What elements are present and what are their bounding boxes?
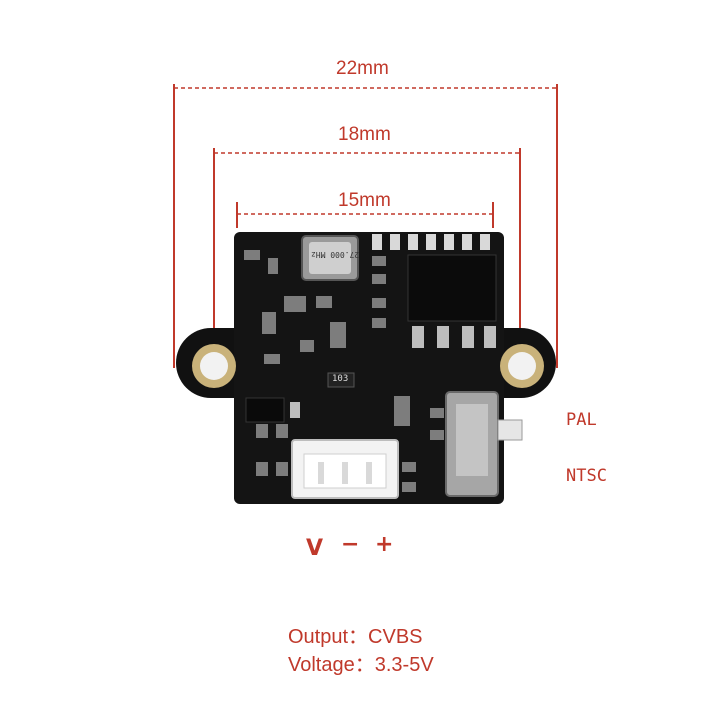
left-mounting-hole [192,344,236,388]
crystal-marking: 27.000 MHz [311,250,360,259]
pin-label-plus: + [375,532,394,557]
output-spec: Output：CVBS [288,626,423,648]
ntsc-label: NTSC [566,466,607,486]
voltage-spec: Voltage：3.3-5V [288,654,434,676]
smd-components [244,250,444,492]
crystal-oscillator [301,235,359,281]
resistor-103 [327,372,355,388]
dimension-22mm: 22mm [336,58,389,79]
jst-connector [291,439,399,499]
pal-ntsc-switch [445,391,523,497]
top-header-pins [372,234,490,250]
dimension-15mm: 15mm [338,190,391,211]
pal-label: PAL [566,410,597,430]
pin-label-minus: − [341,532,360,557]
pin-label-video: V [306,536,324,561]
video-ic [407,254,497,348]
resistor-marking: 103 [332,374,349,384]
dimension-18mm: 18mm [338,124,391,145]
pcb-board [176,232,556,504]
voltage-regulator [245,397,300,423]
right-mounting-hole [500,344,544,388]
